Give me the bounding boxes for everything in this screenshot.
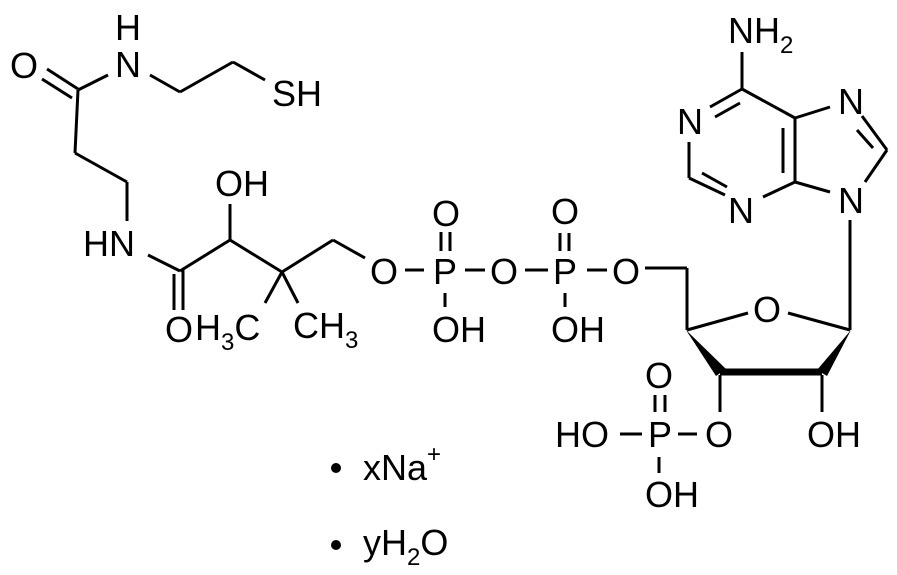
bond — [787, 311, 851, 332]
atom-label-nitrogen: N — [728, 190, 754, 231]
bond — [229, 238, 283, 274]
atom-label-nitrogen: N — [838, 180, 864, 221]
bond — [794, 180, 831, 194]
atom-label-oxygen: O — [612, 251, 640, 292]
atom-label-phosphorus: P — [553, 251, 577, 292]
atom-label-oxygen: O — [370, 251, 398, 292]
atom-label-oxygen: O — [705, 414, 733, 455]
bond-carbonyl-double-2 — [41, 77, 73, 100]
wedge-bond — [686, 330, 726, 376]
atom-label-oxygen: O — [165, 309, 193, 350]
atom-label-nitrogen: N — [677, 101, 703, 142]
bond — [741, 87, 796, 120]
bullet-icon — [331, 540, 341, 550]
bullet-icon — [331, 463, 341, 473]
bond — [686, 311, 749, 332]
bond — [762, 180, 796, 199]
bond-inner-double — [714, 101, 741, 119]
bond — [281, 238, 334, 274]
wedge-bond — [817, 330, 851, 376]
bond — [263, 271, 284, 304]
bond — [179, 60, 234, 94]
atom-label-thiol: SH — [272, 73, 322, 114]
atom-label-phosphorus: P — [433, 251, 457, 292]
bond — [332, 238, 366, 260]
bond — [709, 87, 743, 109]
atom-label-hydroxyl: OH — [645, 474, 699, 515]
atom-label-ring-oxygen: O — [753, 289, 781, 330]
atom-label-hydroxyl: OH — [807, 414, 861, 455]
bond — [232, 60, 266, 82]
bond — [860, 115, 889, 151]
bond — [863, 149, 889, 183]
atom-label-amide-nh: HN — [83, 223, 135, 264]
bond — [149, 73, 181, 94]
bond-inner-double — [701, 171, 728, 189]
atom-label-oxygen: O — [432, 193, 460, 234]
bond — [794, 105, 831, 120]
bond — [280, 271, 300, 304]
bond — [73, 89, 80, 154]
bond — [147, 253, 181, 273]
atom-label-hydroxyl: OH — [551, 309, 605, 350]
atom-label-oxygen: O — [645, 355, 673, 396]
bond — [74, 151, 128, 184]
atom-label-hydroxyl: OH — [432, 309, 486, 350]
bond — [179, 238, 231, 273]
atom-label-hydrogen: H — [115, 7, 141, 48]
counterions: xNa+ yH2O — [331, 441, 448, 571]
atom-label-amine: NH2 — [728, 10, 793, 59]
atom-label-methyl-right: CH3 — [293, 305, 358, 354]
atom-label-nitrogen: N — [838, 81, 864, 122]
atom-label-nitrogen: N — [115, 44, 141, 85]
atom-labels: O H N SH OH HN O H3C CH3 O P O OH O P O … — [10, 7, 864, 515]
atom-label-hydroxyl: HO — [555, 414, 609, 455]
atom-label-oxygen: O — [490, 251, 518, 292]
atom-label-phosphorus: P — [648, 414, 672, 455]
atom-label-oxygen: O — [551, 191, 579, 232]
sodium-label: xNa+ — [363, 441, 441, 488]
atom-label-methyl-left: H3C — [195, 307, 260, 356]
atom-label-oxygen: O — [10, 45, 38, 86]
atom-label-hydroxyl: OH — [215, 163, 269, 204]
bond — [77, 73, 109, 92]
bond-carbonyl-double-1 — [46, 67, 79, 91]
bonds — [41, 52, 889, 473]
water-label: yH2O — [363, 522, 448, 571]
bond — [688, 176, 726, 197]
bond-inner-double — [855, 129, 875, 149]
